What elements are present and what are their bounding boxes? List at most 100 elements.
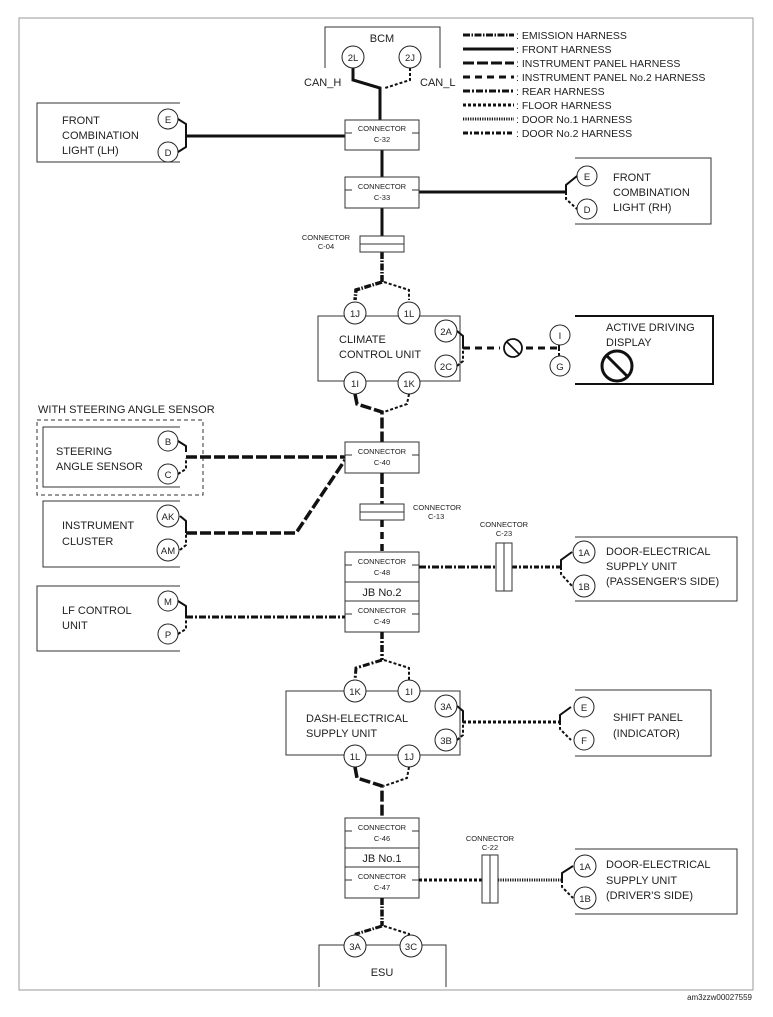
svg-text:CONNECTOR: CONNECTOR (480, 520, 529, 529)
legend-emission: : EMISSION HARNESS (516, 30, 627, 42)
wiring-climate-to-c40 (353, 393, 410, 442)
svg-text:LIGHT (LH): LIGHT (LH) (62, 145, 119, 157)
svg-text:DASH-ELECTRICAL: DASH-ELECTRICAL (306, 713, 408, 725)
svg-text:C-46: C-46 (374, 834, 390, 843)
bcm-title: BCM (370, 33, 394, 45)
svg-text:CONNECTOR: CONNECTOR (358, 447, 407, 456)
svg-text:CONNECTOR: CONNECTOR (358, 872, 407, 881)
svg-text:AM: AM (161, 546, 175, 557)
svg-text:SHIFT PANEL: SHIFT PANEL (613, 712, 683, 724)
svg-text:1B: 1B (578, 582, 590, 593)
svg-text:C-48: C-48 (374, 568, 390, 577)
svg-text:ESU: ESU (371, 967, 394, 979)
svg-text:1K: 1K (403, 379, 415, 390)
wiring-lf-control (177, 600, 345, 635)
instrument-cluster: INSTRUMENT CLUSTER AK AM (42, 500, 180, 568)
wiring-shift-panel (456, 705, 572, 741)
junction-block-1: JB No.1 (344, 847, 420, 868)
svg-text:STEERING: STEERING (56, 446, 112, 458)
steering-angle-sensor: STEERING ANGLE SENSOR B C (42, 426, 180, 488)
svg-text:CLIMATE: CLIMATE (339, 334, 386, 346)
junction-block-2: JB No.2 (344, 581, 420, 602)
svg-text:E: E (165, 115, 171, 126)
svg-text:AK: AK (162, 512, 175, 523)
wiring-dash-to-c46 (353, 766, 410, 818)
svg-text:1L: 1L (350, 752, 361, 763)
wiring-top-section (177, 68, 578, 301)
svg-text:1A: 1A (579, 862, 591, 873)
svg-text:CONNECTOR: CONNECTOR (358, 557, 407, 566)
svg-text:C-47: C-47 (374, 883, 390, 892)
legend-door-2: : DOOR No.2 HARNESS (516, 128, 632, 140)
svg-text:G: G (556, 362, 563, 373)
svg-text:(PASSENGER'S SIDE): (PASSENGER'S SIDE) (606, 576, 719, 588)
svg-text:C-49: C-49 (374, 617, 390, 626)
steering-group-label: WITH STEERING ANGLE SENSOR (38, 404, 215, 416)
esu-module: ESU 3A 3C (318, 934, 447, 987)
svg-text:CLUSTER: CLUSTER (62, 536, 113, 548)
legend-instrument-panel-2: : INSTRUMENT PANEL No.2 HARNESS (516, 72, 705, 84)
svg-text:JB No.1: JB No.1 (362, 853, 401, 865)
svg-text:1J: 1J (404, 752, 414, 763)
wiring-passenger-door (419, 551, 573, 587)
legend-instrument-panel: : INSTRUMENT PANEL HARNESS (516, 58, 680, 70)
connector-c13: CONNECTOR C-13 (359, 503, 462, 521)
svg-text:CONNECTOR: CONNECTOR (302, 233, 351, 242)
shift-panel-indicator: SHIFT PANEL (INDICATOR) E F (573, 689, 712, 757)
door-electrical-supply-unit-driver: DOOR-ELECTRICAL SUPPLY UNIT (DRIVER'S SI… (573, 848, 738, 915)
wiring-driver-door (419, 865, 574, 899)
svg-text:3B: 3B (440, 736, 452, 747)
svg-text:B: B (165, 437, 171, 448)
bcm-pin-left: 2L (348, 53, 359, 64)
svg-text:M: M (164, 597, 172, 608)
svg-text:CONNECTOR: CONNECTOR (358, 182, 407, 191)
connector-c49: CONNECTOR C-49 (344, 600, 420, 633)
svg-text:C-23: C-23 (496, 529, 512, 538)
prohibited-icon (600, 349, 634, 383)
svg-text:C-33: C-33 (374, 193, 390, 202)
front-combination-light-rh: FRONT COMBINATION LIGHT (RH) E D (575, 157, 712, 225)
can-h-label: CAN_H (304, 77, 341, 89)
connector-c22: CONNECTOR C-22 (466, 834, 515, 904)
svg-text:C-13: C-13 (428, 512, 444, 521)
svg-text:I: I (559, 331, 562, 342)
svg-text:UNIT: UNIT (62, 620, 88, 632)
legend-front: : FRONT HARNESS (516, 44, 611, 56)
svg-text:(DRIVER'S SIDE): (DRIVER'S SIDE) (606, 890, 693, 902)
svg-text:DOOR-ELECTRICAL: DOOR-ELECTRICAL (606, 546, 711, 558)
svg-text:(INDICATOR): (INDICATOR) (613, 728, 680, 740)
svg-text:DOOR-ELECTRICAL: DOOR-ELECTRICAL (606, 859, 711, 871)
svg-text:D: D (584, 205, 591, 216)
svg-text:LIGHT (RH): LIGHT (RH) (613, 202, 671, 214)
svg-text:CONNECTOR: CONNECTOR (466, 834, 515, 843)
wiring-c49-to-dash (353, 632, 410, 681)
svg-text:DISPLAY: DISPLAY (606, 337, 652, 349)
prohibited-icon (503, 338, 523, 358)
svg-text:COMBINATION: COMBINATION (62, 130, 139, 142)
legend-floor: : FLOOR HARNESS (516, 100, 612, 112)
svg-text:ANGLE SENSOR: ANGLE SENSOR (56, 461, 143, 473)
front-combination-light-lh: FRONT COMBINATION LIGHT (LH) E D (36, 102, 180, 163)
connector-c04: CONNECTOR C-04 (302, 233, 405, 253)
can-l-label: CAN_L (420, 77, 455, 89)
climate-control-unit: CLIMATE CONTROL UNIT 1J 1L 1I 1K 2A 2C (317, 301, 461, 395)
svg-text:1J: 1J (350, 309, 360, 320)
svg-text:CONTROL UNIT: CONTROL UNIT (339, 349, 421, 361)
svg-text:E: E (581, 703, 587, 714)
svg-text:SUPPLY UNIT: SUPPLY UNIT (606, 875, 677, 887)
lf-control-unit: LF CONTROL UNIT M P (36, 585, 180, 652)
svg-text:FRONT: FRONT (62, 115, 100, 127)
wiring-c47-to-esu (353, 898, 410, 945)
svg-text:3A: 3A (440, 702, 452, 713)
connector-c33: CONNECTOR C-33 (344, 176, 420, 209)
svg-text:E: E (584, 172, 590, 183)
svg-text:3C: 3C (405, 942, 417, 953)
bcm-module: BCM 2L 2J CAN_H CAN_L (304, 26, 455, 89)
svg-text:CONNECTOR: CONNECTOR (358, 823, 407, 832)
svg-text:ACTIVE DRIVING: ACTIVE DRIVING (606, 322, 695, 334)
legend-rear: : REAR HARNESS (516, 86, 605, 98)
connector-c32: CONNECTOR C-32 (344, 119, 420, 151)
svg-text:CONNECTOR: CONNECTOR (358, 124, 407, 133)
harness-legend: : EMISSION HARNESS : FRONT HARNESS : INS… (463, 30, 705, 140)
bcm-pin-right: 2J (405, 53, 415, 64)
